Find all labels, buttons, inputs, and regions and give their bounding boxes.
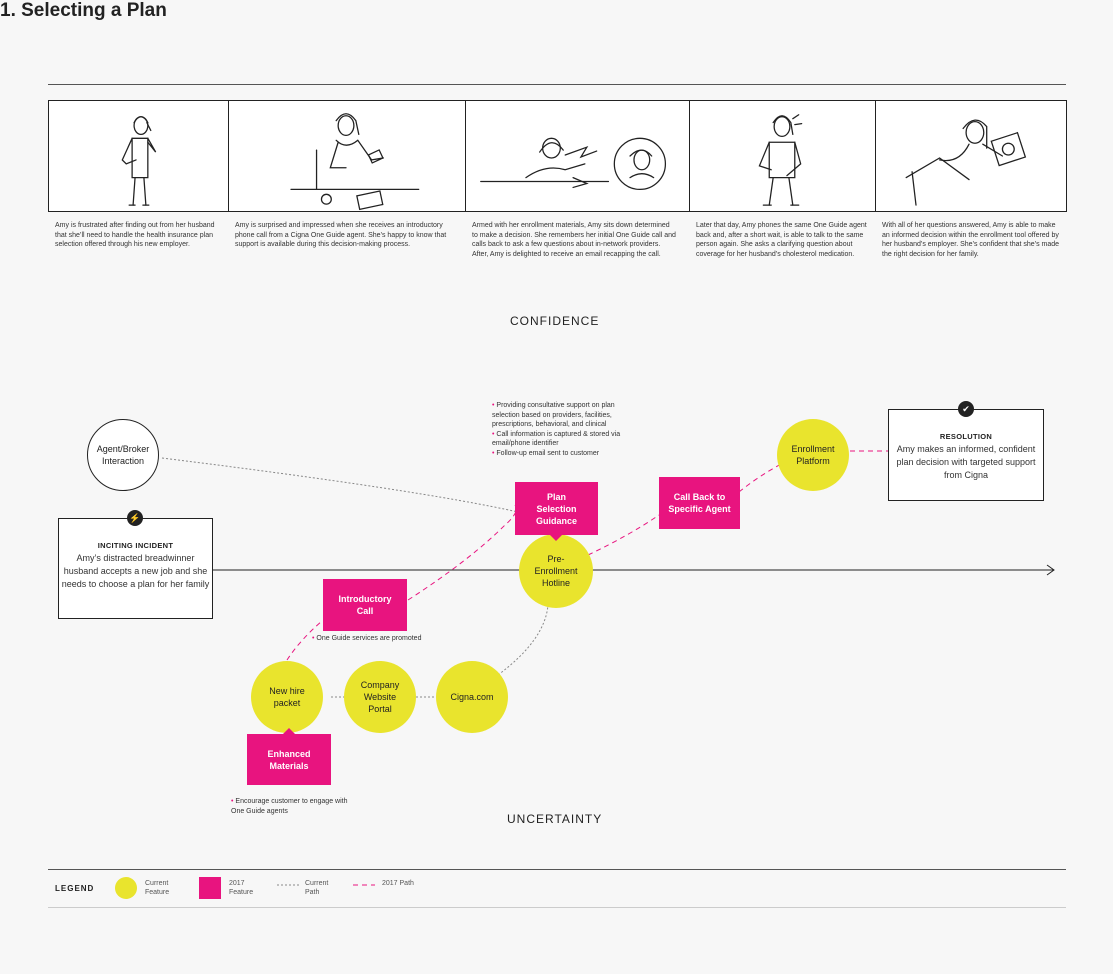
note-item: • Follow-up email sent to customer <box>492 449 600 457</box>
feature-call-back-to-specific-agent: Call Back to Specific Agent <box>659 477 740 529</box>
legend-bottom-divider <box>48 907 1066 908</box>
feature-call-back-label: Call Back to Specific Agent <box>668 492 731 514</box>
node-agent-broker: Agent/Broker Interaction <box>87 419 159 491</box>
path-2017-packet-intro <box>286 619 324 661</box>
axis-confidence-label: CONFIDENCE <box>510 314 600 328</box>
legend-top-divider <box>48 869 1066 870</box>
introductory-call-note: • One Guide services are promoted <box>312 635 422 642</box>
storyboard-frame-3 <box>465 100 690 212</box>
feature-plan-selection-guidance: Plan Selection Guidance <box>515 482 598 541</box>
checkmark-icon: ✔ <box>958 401 974 417</box>
woman-calling-agent-illustration <box>480 137 667 191</box>
lightning-bolt-icon: ⚡ <box>127 510 143 526</box>
caption-4: Later that day, Amy phones the same One … <box>696 222 867 258</box>
caption-1: Amy is frustrated after finding out from… <box>55 222 215 248</box>
feature-enhanced-materials-label: Enhanced Materials <box>267 748 311 771</box>
legend-current-feature-swatch <box>115 877 137 899</box>
legend-2017-path-swatch <box>353 884 375 886</box>
current-path-agent <box>161 457 519 513</box>
inciting-incident-title: INCITING INCIDENT <box>97 541 174 550</box>
inciting-incident-box: INCITING INCIDENT Amy’s distracted bread… <box>58 518 213 619</box>
woman-using-tablet-illustration <box>905 119 1027 206</box>
current-path-cigna-hotline <box>497 604 549 676</box>
title-divider <box>48 84 1066 85</box>
storyboard-frame-4 <box>689 100 876 212</box>
node-company-website-portal: Company Website Portal <box>344 661 416 733</box>
legend-current-feature-label: Current Feature <box>145 880 170 896</box>
node-pre-enrollment-hotline: Pre-Enrollment Hotline <box>519 534 593 608</box>
feature-introductory-call-label: Introductory Call <box>338 594 392 616</box>
caption-2: Amy is surprised and impressed when she … <box>235 222 447 248</box>
resolution-title: RESOLUTION <box>939 432 993 441</box>
enhanced-materials-note: • Encourage customer to engage with One … <box>231 798 348 815</box>
legend-current-path-swatch <box>277 884 299 886</box>
path-2017-callback-enrollment <box>738 461 786 493</box>
feature-introductory-call: Introductory Call <box>323 579 407 631</box>
frustrated-woman-on-phone-illustration <box>121 116 157 206</box>
storyboard-frame-2 <box>228 100 466 212</box>
caption-5: With all of her questions answered, Amy … <box>882 222 1060 258</box>
woman-at-desk-on-phone-illustration <box>290 113 420 211</box>
note-item: • Call information is captured & stored … <box>492 430 621 448</box>
path-2017-hotline-callback <box>587 514 660 556</box>
legend-current-path-label: Current Path <box>305 880 329 896</box>
plan-selection-notes: • Providing consultative support on plan… <box>492 401 632 458</box>
path-2017-intro-guidance <box>407 504 517 601</box>
axis-arrow-icon <box>1046 564 1055 576</box>
page-title: 1. Selecting a Plan <box>0 0 167 21</box>
node-cigna-com: Cigna.com <box>436 661 508 733</box>
legend-2017-feature-swatch <box>199 877 221 899</box>
legend-2017-feature-label: 2017 Feature <box>229 880 254 896</box>
legend-2017-path-label: 2017 Path <box>382 880 414 887</box>
node-new-hire-packet: New hire packet <box>251 661 323 733</box>
feature-plan-selection-guidance-label: Plan Selection Guidance <box>535 491 577 526</box>
resolution-text: Amy makes an informed, confident plan de… <box>896 444 1036 480</box>
resolution-box: RESOLUTION Amy makes an informed, confid… <box>888 409 1044 501</box>
woman-on-phone-standing-illustration <box>758 114 803 206</box>
caption-3: Armed with her enrollment materials, Amy… <box>472 222 676 258</box>
legend-title: LEGEND <box>55 884 95 893</box>
feature-enhanced-materials: Enhanced Materials <box>247 728 331 785</box>
inciting-incident-text: Amy’s distracted breadwinner husband acc… <box>61 553 210 589</box>
note-item: • Providing consultative support on plan… <box>492 402 615 428</box>
axis-uncertainty-label: UNCERTAINTY <box>507 812 603 826</box>
node-enrollment-platform: Enrollment Platform <box>777 419 849 491</box>
storyboard-frame-1 <box>48 100 229 212</box>
storyboard-frame-5 <box>875 100 1067 212</box>
